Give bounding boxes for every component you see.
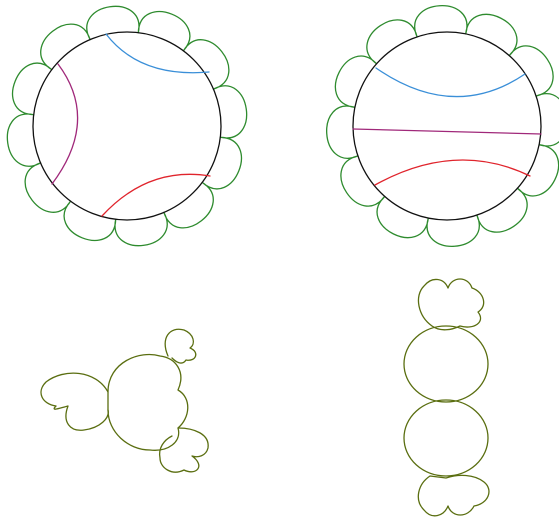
petal-ring bbox=[7, 6, 246, 245]
panel-bottom-left bbox=[41, 329, 208, 472]
top-lobe bbox=[418, 279, 483, 330]
magenta-arc bbox=[52, 64, 78, 184]
upper-small-lobe bbox=[165, 329, 196, 363]
boundary-circle bbox=[353, 32, 541, 220]
blue-arc bbox=[376, 68, 525, 97]
left-lobe bbox=[41, 373, 108, 430]
lower-circle bbox=[404, 400, 488, 476]
upper-circle bbox=[404, 326, 488, 402]
panel-top-left bbox=[7, 6, 246, 245]
petal-ring bbox=[327, 6, 559, 247]
boundary-circle bbox=[33, 32, 221, 220]
bottom-lobe bbox=[418, 475, 489, 515]
central-lobe bbox=[108, 355, 188, 451]
panel-top-right bbox=[327, 6, 559, 247]
red-arc bbox=[102, 174, 210, 216]
magenta-chord bbox=[353, 129, 541, 134]
blue-arc bbox=[106, 34, 209, 73]
lower-right-lobe bbox=[160, 428, 209, 472]
panel-bottom-right bbox=[404, 279, 489, 516]
red-arc bbox=[375, 160, 530, 185]
